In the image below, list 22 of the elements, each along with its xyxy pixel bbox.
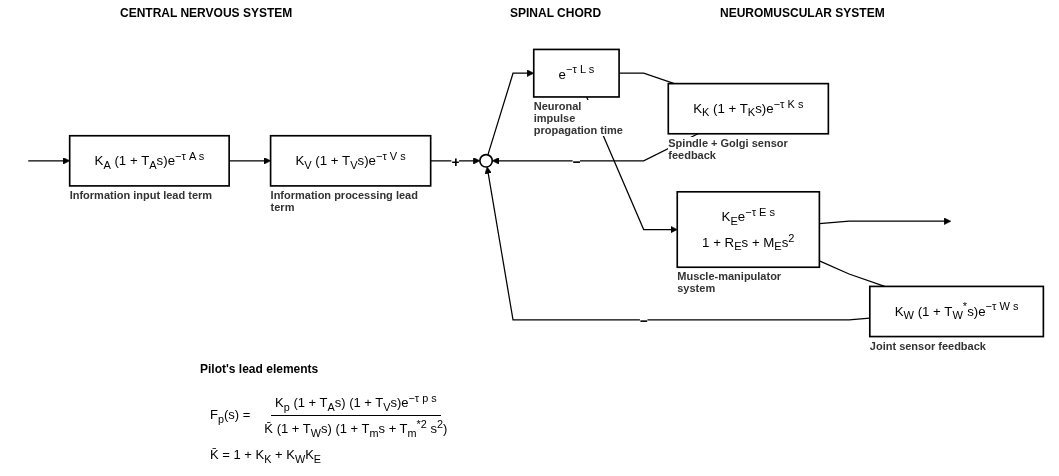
edge-label: + (451, 153, 461, 170)
arrow (491, 133, 699, 165)
node-box: e$^{−τ L s}$ (532, 48, 620, 98)
node-box: K$_{A}$ (1 + T$_{A}$s)e$^{−τ A s}$ (68, 134, 230, 187)
caption-text: Pilot's lead elements (200, 362, 319, 376)
edge-label: − (572, 153, 582, 170)
section-heading: NEUROMUSCULAR SYSTEM (720, 6, 885, 20)
fraction-numerator: K$_{p}$ (1 + T$_{A}$s) (1 + T$_{V}$s)e$^{−τ p s}$ (271, 392, 441, 416)
formula-text: F$_{p}$(s) = (210, 406, 251, 425)
node-box: K$_{W}$ (1 + T$_{W}$$^{*}$s)e$^{−τ W s}$ (868, 285, 1045, 338)
section-heading: SPINAL CHORD (510, 6, 602, 20)
node-box: K$_{K}$ (1 + T$_{K}$s)e$^{−τ K s}$ (667, 82, 830, 135)
formula-text: K̄ = 1 + K$_{K}$ + K$_{W}$K$_{E}$ (210, 447, 322, 465)
edge-label: − (639, 312, 649, 329)
section-heading: CENTRAL NERVOUS SYSTEM (120, 6, 293, 20)
node-circle (479, 153, 494, 168)
arrow (27, 157, 70, 165)
block-caption: Neuronal impulse propagation time (533, 99, 624, 136)
fraction-denominator: K̄ (1 + T$_{W}$s) (1 + T$_{m}$s + T$_{m}$$^{*2}$ s$^{2}$) (263, 416, 449, 439)
arrow (430, 157, 481, 165)
node-box: K$_{V}$ (1 + T$_{V}$s)e$^{−τ V s}$ (269, 134, 432, 187)
node-box: K$_{E}$e$^{−τ E s}$ 1 + R$_{E}$s + M$_{E}$s$^{2}$ (676, 191, 821, 269)
